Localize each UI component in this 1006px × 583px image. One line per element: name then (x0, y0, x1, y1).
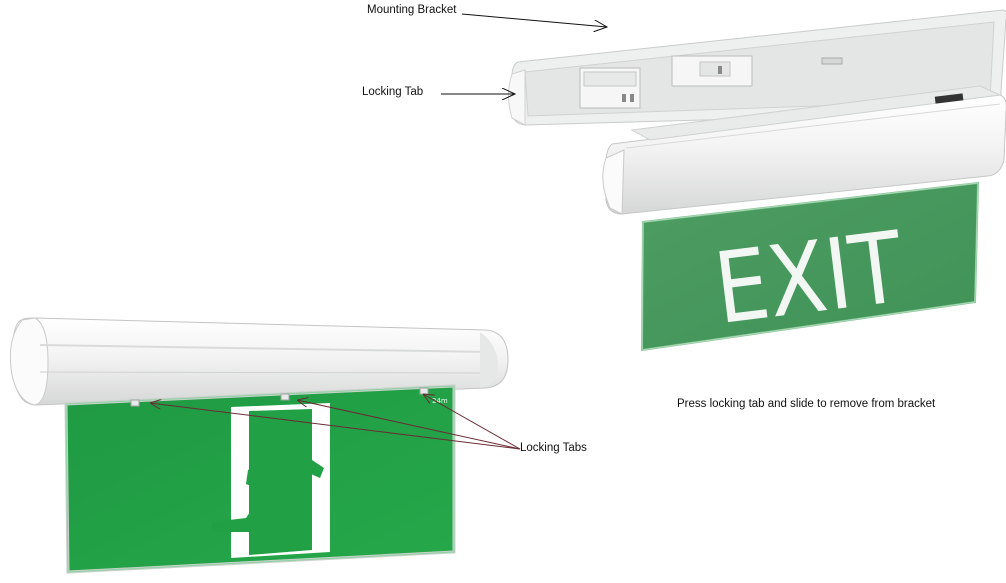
exit-sign-unit: EXIT (603, 86, 1006, 350)
running-man-sign: 24m (10, 318, 508, 572)
bracket-clip (672, 56, 752, 86)
exit-sign-text: EXIT (709, 210, 910, 347)
bracket-locking-tab (580, 68, 640, 108)
locking-tab-label: Locking Tab (362, 86, 423, 98)
mounting-bracket-arrow (462, 14, 607, 27)
locking-tabs-label: Locking Tabs (520, 442, 587, 454)
mounting-bracket-label: Mounting Bracket (367, 4, 457, 16)
instruction-text: Press locking tab and slide to remove fr… (677, 398, 935, 410)
